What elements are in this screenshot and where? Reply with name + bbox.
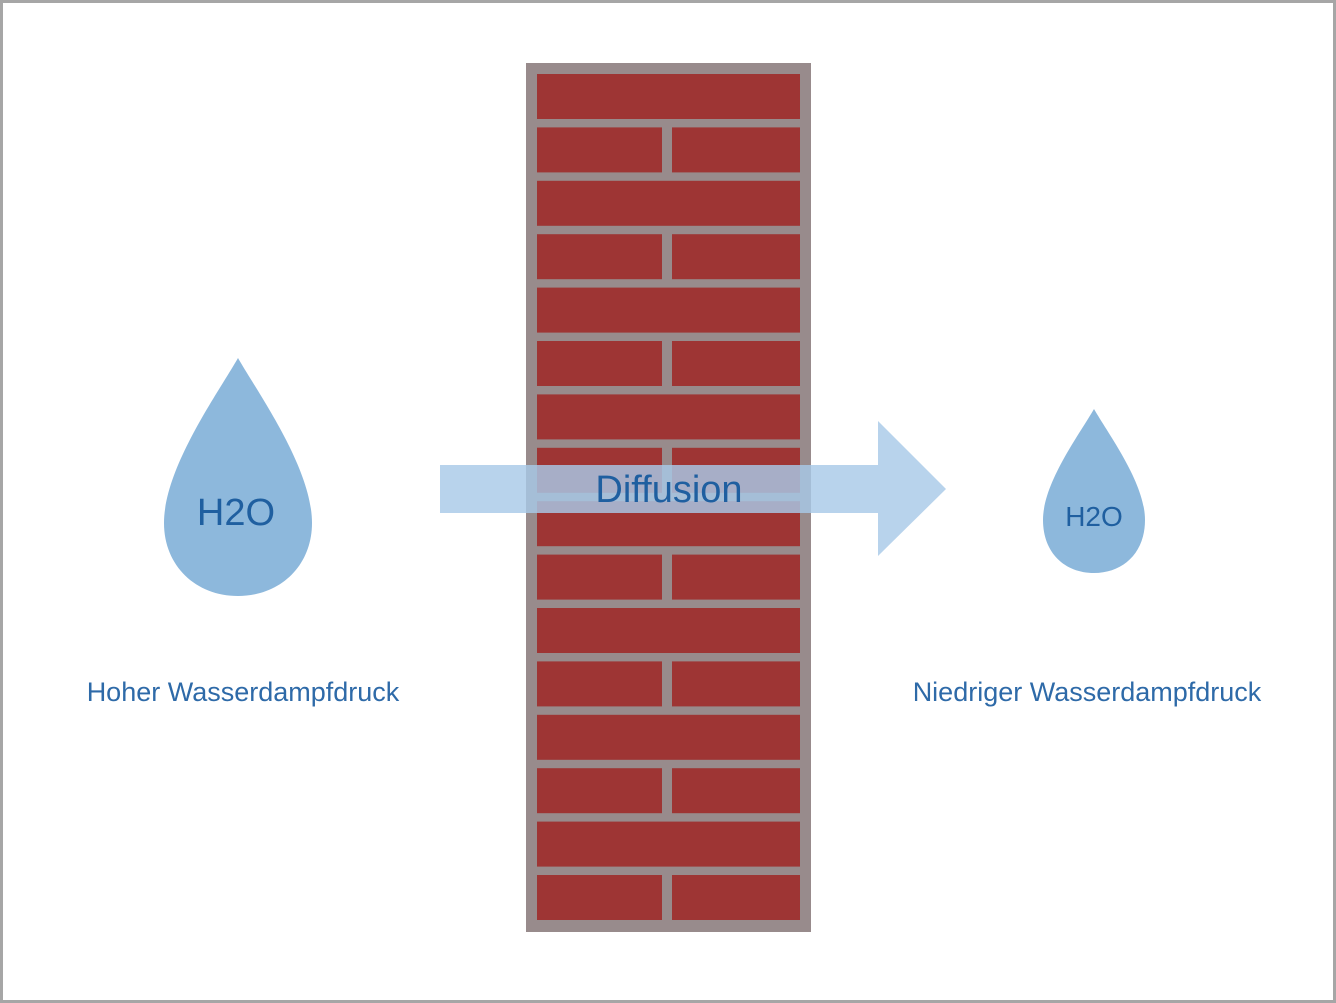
brick: [537, 287, 800, 333]
water-drop-large: H2O: [164, 358, 312, 596]
drop-label-large: H2O: [197, 492, 275, 534]
brick: [537, 714, 800, 760]
brick: [537, 554, 662, 600]
brick: [537, 234, 662, 280]
brick: [537, 661, 662, 707]
brick: [672, 234, 800, 280]
brick: [537, 394, 800, 440]
caption-high-pressure: Hoher Wasserdampfdruck: [86, 677, 400, 707]
brick: [537, 875, 662, 920]
brick: [672, 768, 800, 814]
brick: [537, 341, 662, 386]
water-drop-icon: [1043, 409, 1145, 573]
brick: [672, 554, 800, 600]
brick: [537, 821, 800, 867]
brick: [672, 661, 800, 707]
brick: [537, 608, 800, 653]
brick: [672, 875, 800, 920]
water-drop-icon: [164, 358, 312, 596]
arrow-right-icon: [440, 421, 946, 556]
arrow-label: Diffusion: [595, 469, 742, 511]
brick: [537, 768, 662, 814]
brick: [672, 127, 800, 173]
brick: [672, 341, 800, 386]
diffusion-arrow: Diffusion: [440, 421, 946, 556]
drop-label-small: H2O: [1065, 501, 1123, 532]
diffusion-diagram: H2O H2O Diffusion: [164, 63, 1145, 932]
brick: [537, 74, 800, 119]
water-drop-small: H2O: [1043, 409, 1145, 573]
caption-low-pressure: Niedriger Wasserdampfdruck: [912, 677, 1262, 707]
brick: [537, 127, 662, 173]
brick: [537, 180, 800, 226]
